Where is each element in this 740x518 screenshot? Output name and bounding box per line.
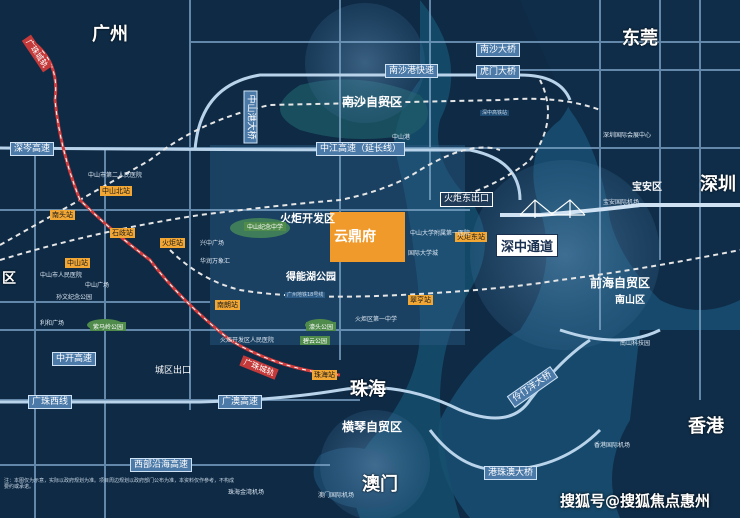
road-zhongshan-bridge: 中山港大桥 [243,90,258,144]
watermark: 搜狐号@搜狐焦点惠州 [560,492,711,510]
poi-2: 中山广场 [85,282,110,289]
road-humen-bridge: 虎门大桥 [476,65,521,79]
poi-1: 孙文纪念公园 [56,294,93,301]
city-guangzhou: 广州 [92,24,128,45]
poi-14: 深圳国际会展中心 [603,132,652,139]
green-4: 碧云公园 [300,336,331,345]
road-hzm-bridge: 港珠澳大桥 [484,466,538,480]
road-nansha-expwy: 南沙港快速 [385,64,439,78]
city-hongkong: 香港 [688,416,724,437]
city-zhuhai: 珠海 [350,379,386,400]
station-zhuhai: 珠海站 [312,370,337,380]
poi-15: 南山科技园 [620,340,651,347]
road-shencen-expwy: 深岑高速 [10,142,55,156]
bridge-icon [519,199,586,218]
green-2: 濠头公园 [306,322,337,331]
station-3: 火炬站 [160,238,185,248]
road-zhongjiang-expwy: 中江高速（延长线） [316,142,406,156]
poi-7: 火炬开发区人民医院 [220,337,275,344]
disclaimer: 注：本图仅为示意，实际以政府规划为准。项目周边规划以政府部门公布为准，本资料仅作… [4,478,235,490]
poi-9: 中山港 [392,134,411,141]
road-zhongkai-expwy: 中开高速 [52,352,97,366]
station-8: 南朗站 [215,300,240,310]
road-shenzhu-tunnel: 深中通道 [496,234,559,257]
poi-4: 兴中广场 [200,240,225,247]
label-metro-note: 深中高铁站 [480,110,510,116]
exit-torch-east: 火炬东出口 [440,192,494,207]
exit-city: 城区出口 [155,366,192,376]
station-4: 中山站 [65,258,90,268]
city-macau: 澳门 [362,474,398,495]
zone-baoan: 宝安区 [632,182,662,193]
station-1: 中山北站 [100,186,132,196]
poi-0: 中山市人民医院 [40,272,83,279]
zone-hengqin: 横琴自贸区 [342,420,403,434]
city-shenzhen: 深圳 [700,174,736,195]
poi-3: 利和广场 [40,320,65,327]
poi-5: 华润万象汇 [200,258,231,265]
poi-8: 火炬区第一中学 [355,316,398,323]
road-guangzhu-west: 广珠西线 [28,395,73,409]
zone-park: 得能湖公园 [286,272,336,283]
station-7: 翠亨站 [408,295,433,305]
poi-12: 澳门国际机场 [318,492,355,499]
poi-13: 珠海金湾机场 [228,489,265,496]
zone-nanshan: 南山区 [615,295,645,306]
poi-10: 宝安国际机场 [603,199,640,206]
city-dongguan: 东莞 [622,28,658,49]
poi-16: 中山大学附属第一医院 [410,230,471,237]
project-logo: 云鼎府 [334,229,376,245]
label-metro-line: 广州地铁18号线 [285,292,326,298]
zone-qianhai: 前海自贸区 [590,276,651,290]
poi-6: 中山市第二人民医院 [88,172,143,179]
zone-torch: 火炬开发区 [280,212,335,225]
road-guangao-expwy: 广澳高速 [218,395,263,409]
city-edge-label: 区 [2,271,16,287]
station-2: 南头站 [50,210,75,220]
green-1: 紫马岭公园 [90,322,127,331]
green-3: 中山纪念中学 [244,222,287,231]
road-xiyan-expwy: 西部沿海高速 [130,458,193,472]
poi-17: 国际大学城 [408,250,439,257]
station-5: 石歧站 [110,228,135,238]
station-6: 火炬东站 [455,232,487,242]
road-nansha-bridge: 南沙大桥 [476,43,521,57]
zone-nansha: 南沙自贸区 [342,95,403,109]
poi-11: 香港国际机场 [594,442,631,449]
